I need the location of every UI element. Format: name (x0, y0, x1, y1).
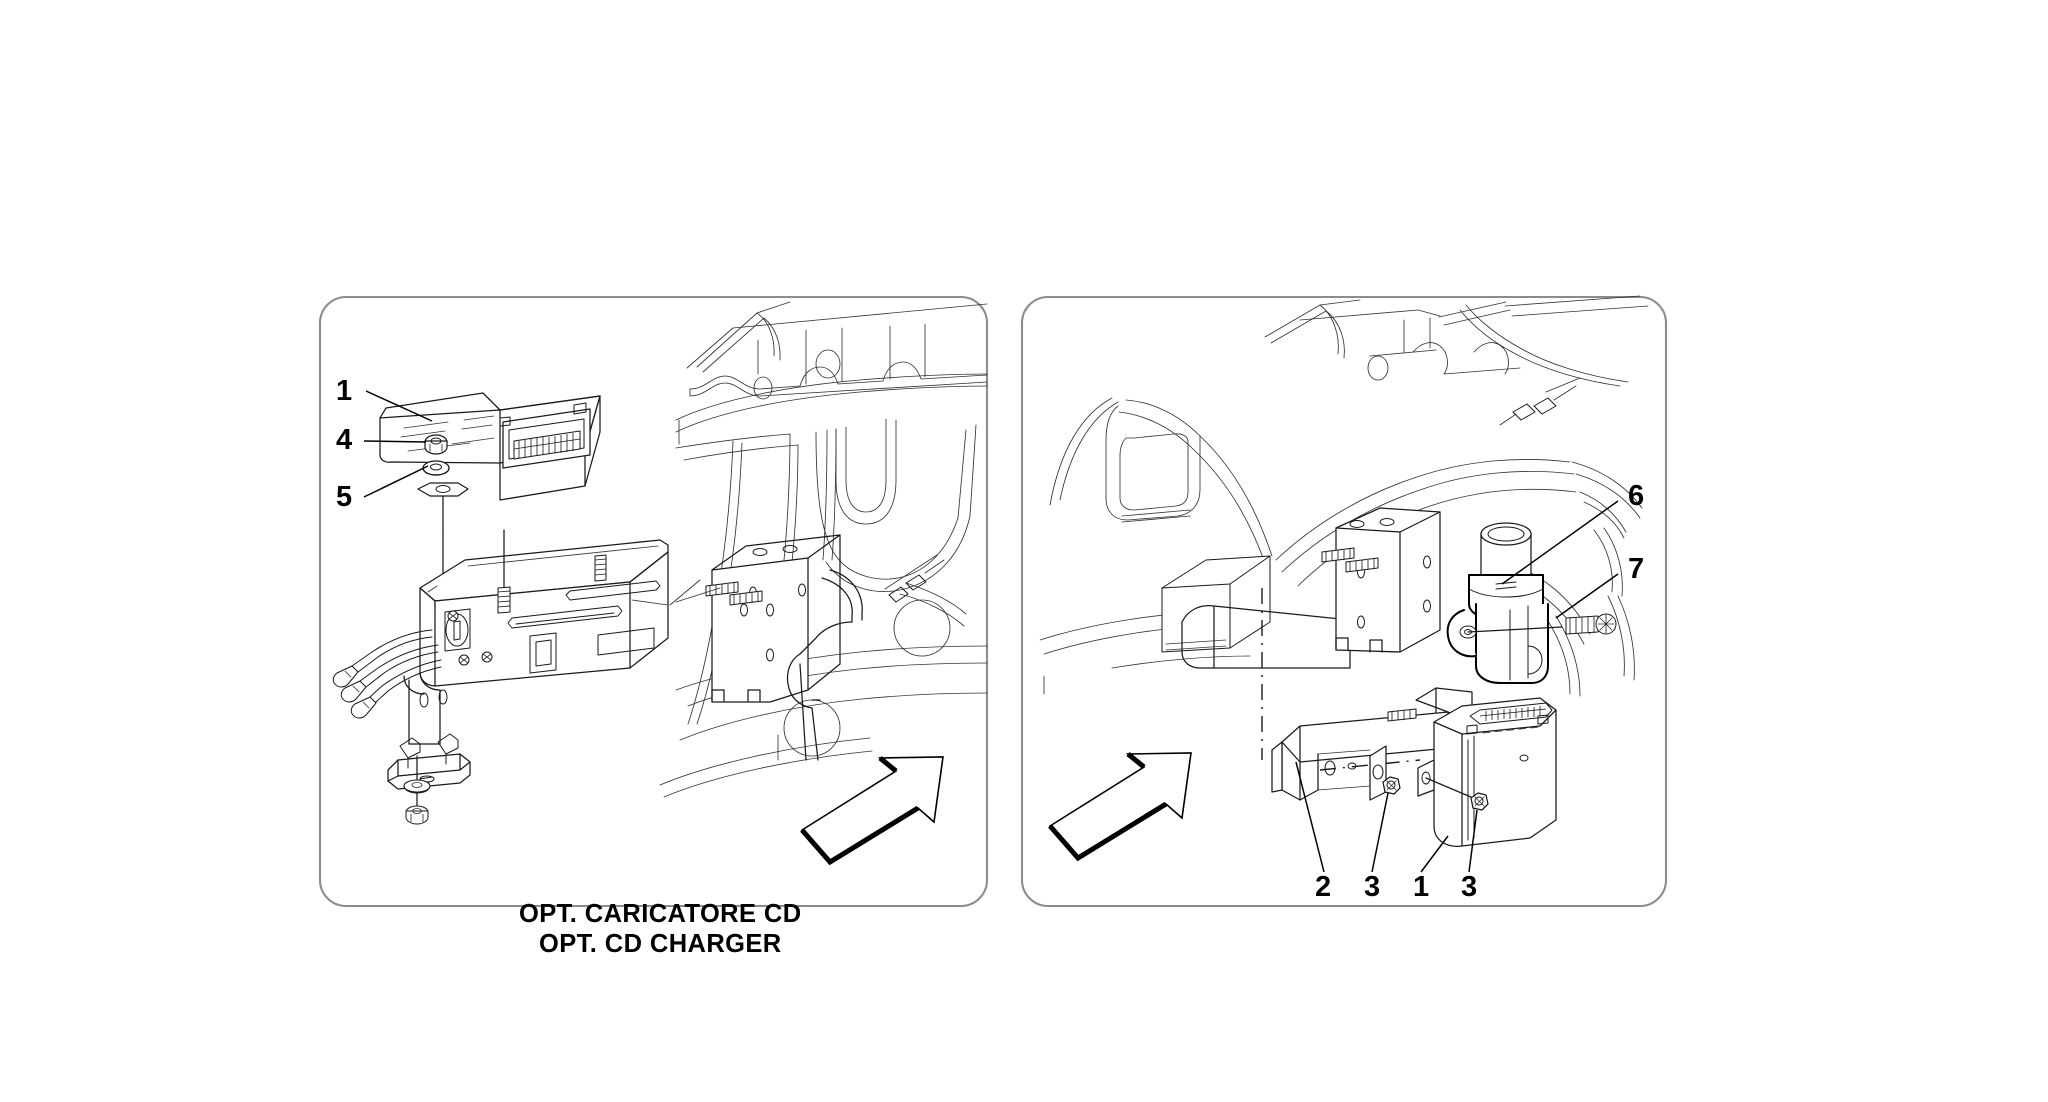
bracket-stud-a (705, 581, 739, 597)
plate-stud-a (1321, 547, 1355, 563)
changer-stud-left (497, 529, 511, 614)
callout-label-1: 1 (336, 375, 352, 407)
cable-duct (786, 569, 863, 761)
right-panel: 6 7 2 3 1 3 (1020, 295, 1668, 908)
bottom-washer (403, 779, 431, 794)
screw-item-7 (1467, 613, 1617, 635)
nut-item-4 (424, 434, 448, 455)
callout-2: 2 (1295, 761, 1331, 903)
car-body-rear-right (1039, 295, 1649, 697)
vertical-mounting-plate (1321, 507, 1441, 653)
washer-item-5 (422, 460, 450, 476)
cable-connector-1 (332, 665, 359, 688)
left-panel-border (318, 295, 989, 908)
cable-connector-3 (350, 696, 377, 719)
right-panel-drawing (1039, 295, 1649, 862)
right-panel-callouts: 6 7 2 3 1 3 (1295, 480, 1644, 903)
callout-1: 1 (336, 375, 433, 422)
cable-connector-2 (340, 680, 367, 703)
callout-5: 5 (336, 465, 429, 513)
body-screw-top (447, 610, 459, 622)
cd-changer-module-item-1 (1417, 697, 1557, 847)
bracket-stud-c (1387, 708, 1417, 722)
left-panel-drawing (332, 301, 988, 866)
changer-stud-right (594, 554, 607, 582)
right-panel-border (1020, 295, 1668, 908)
body-mounting-bracket (675, 534, 841, 703)
body-screw-bottom-b (481, 651, 493, 663)
callout-6: 6 (1501, 480, 1644, 585)
cd-changer-main-body (419, 529, 669, 687)
caption-line-2: OPT. CD CHARGER (539, 930, 782, 958)
cable-harness (332, 629, 442, 719)
callout-label-3-left: 3 (1364, 871, 1380, 903)
callout-label-5: 5 (336, 481, 352, 513)
nut-item-3-right (1470, 792, 1489, 811)
callout-label-7: 7 (1628, 553, 1644, 585)
left-panel: 1 4 5 OPT. CARICATORE CD OPT. CD CHARGER (318, 295, 989, 958)
direction-arrow-left[interactable] (800, 756, 944, 866)
stud-base-plate (417, 482, 469, 531)
left-panel-caption: OPT. CARICATORE CD OPT. CD CHARGER (519, 900, 802, 958)
callout-3-right: 3 (1461, 809, 1478, 903)
changer-lower-bracket (387, 671, 471, 790)
direction-arrow-right[interactable] (1048, 752, 1192, 862)
body-screw-bottom-a (458, 654, 470, 666)
callout-label-6: 6 (1628, 480, 1644, 512)
callout-label-2: 2 (1315, 871, 1331, 903)
callout-3-left: 3 (1364, 792, 1389, 903)
nut-item-3-left (1382, 776, 1401, 795)
bottom-nut (405, 805, 429, 825)
callout-label-3-right: 3 (1461, 871, 1477, 903)
callout-4: 4 (336, 424, 427, 456)
rear-seat-panel (1161, 555, 1271, 653)
left-panel-callouts: 1 4 5 (336, 375, 433, 513)
callout-7: 7 (1555, 553, 1644, 619)
plate-stud-b (1345, 557, 1379, 573)
callout-1-right: 1 (1413, 835, 1449, 903)
callout-label-4: 4 (336, 424, 352, 456)
antenna-base-item-6 (1446, 522, 1549, 684)
callout-label-1-right: 1 (1413, 871, 1429, 903)
caption-line-1: OPT. CARICATORE CD (519, 900, 802, 928)
bracket-stud-b (729, 590, 763, 606)
